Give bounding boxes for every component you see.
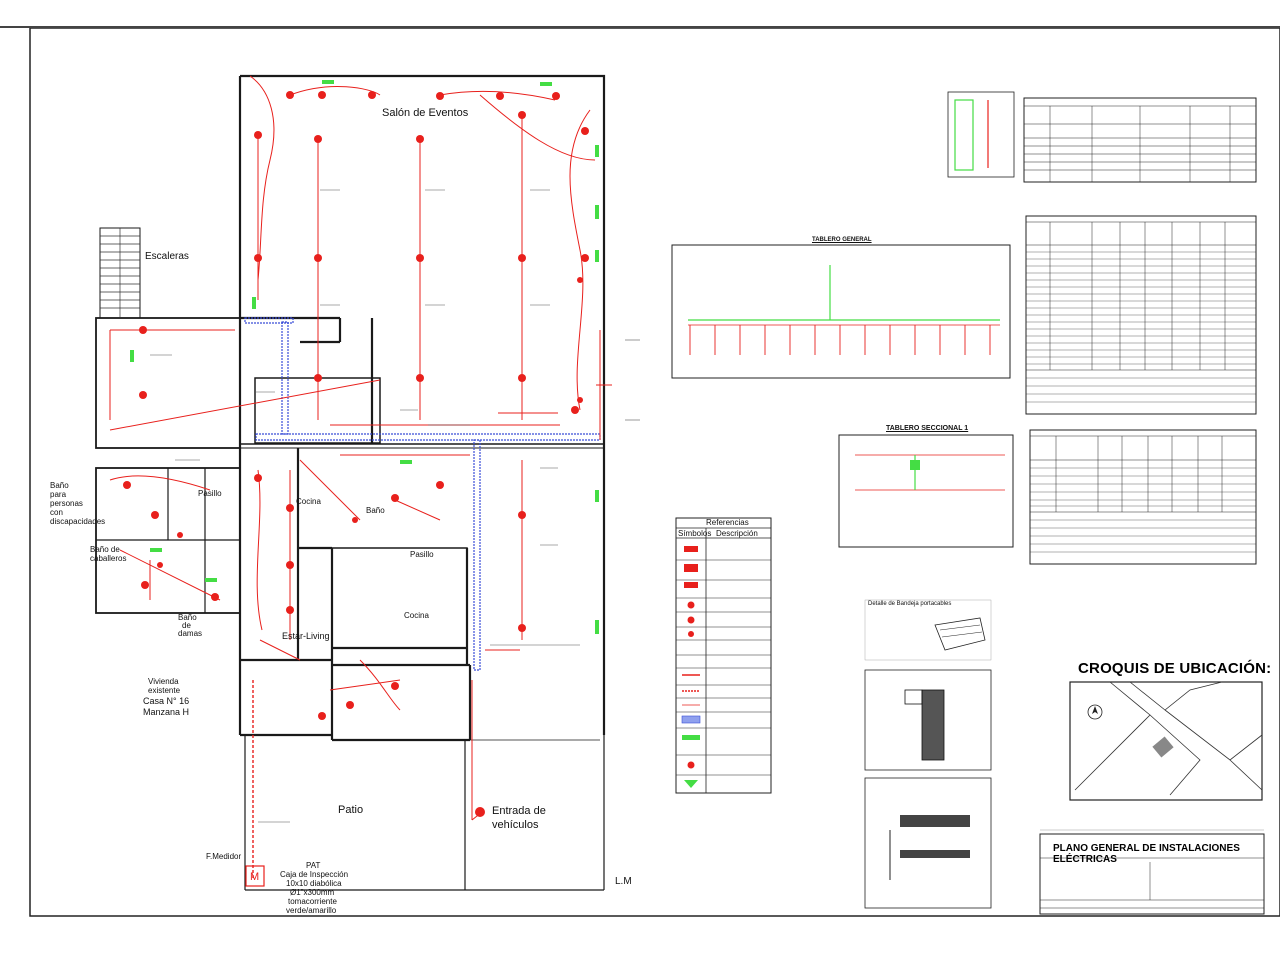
room-label-bano-damas-3: damas xyxy=(178,629,203,638)
caja-label-4: Ø1"x300mm xyxy=(290,888,335,897)
room-label-bano-disc-1: Baño xyxy=(50,481,69,490)
room-label-bano-1: Baño xyxy=(366,506,385,515)
room-label-entrada-1: Entrada de xyxy=(492,805,546,817)
room-label-entrada-2: vehículos xyxy=(492,819,539,831)
room-label-bano-disc-4: con xyxy=(50,508,63,517)
room-label-bano-cab-1: Baño de xyxy=(90,545,120,554)
room-label-bano-damas-2: de xyxy=(182,621,191,630)
room-label-pasillo-annex: Pasillo xyxy=(198,489,222,498)
sheet-frame xyxy=(29,27,1280,917)
room-label-patio: Patio xyxy=(338,804,364,816)
caja-label-5: tomacorriente xyxy=(288,897,337,906)
linea-municipal-label: L.M xyxy=(615,876,632,887)
caja-label-3: 10x10 diabólica xyxy=(286,879,342,888)
light-points xyxy=(123,91,589,817)
croquis-title: CROQUIS DE UBICACIÓN: xyxy=(1078,660,1272,677)
legend-col-description: Descripción xyxy=(716,529,758,538)
room-label-bano-disc-3: personas xyxy=(50,499,83,508)
electrical-circuits xyxy=(109,75,612,880)
table-circuitos-2-rows xyxy=(1030,467,1256,553)
detail-pilar xyxy=(864,669,992,771)
tablero-general-diagram xyxy=(671,244,1011,379)
detalle-bandeja-title: Detalle de Bandeja portacables xyxy=(868,601,952,607)
room-label-cocina-2: Cocina xyxy=(404,611,429,620)
room-label-escaleras: Escaleras xyxy=(145,251,189,262)
medidor-label: F.Medidor xyxy=(206,852,242,861)
caja-label-1: PAT xyxy=(306,861,321,870)
legend-rows xyxy=(676,559,771,776)
vivienda-label-3: Casa N° 16 xyxy=(143,696,190,706)
pilar-detail xyxy=(947,91,1015,178)
detail-bandeja xyxy=(864,599,992,661)
tablero-general-title: TABLERO GENERAL xyxy=(812,237,872,243)
room-label-cocina-1: Cocina xyxy=(296,497,321,506)
room-label-salon: Salón de Eventos xyxy=(382,107,469,119)
plano-title: PLANO GENERAL DE INSTALACIONES ELÉCTRICA… xyxy=(1053,843,1240,865)
table-protecciones xyxy=(1023,97,1257,183)
caja-label-6: verde/amarillo xyxy=(286,906,337,915)
circuit-annotations xyxy=(150,189,640,823)
croquis-map xyxy=(1069,681,1263,801)
vivienda-label-1: Vivienda xyxy=(148,677,179,686)
room-label-bano-disc-2: para xyxy=(50,490,67,499)
meter-letter: M xyxy=(250,871,260,883)
title-block xyxy=(1039,833,1265,915)
room-label-bano-cab-2: caballeros xyxy=(90,554,127,563)
room-label-bano-damas-1: Baño xyxy=(178,613,197,622)
stair-steps xyxy=(100,228,140,318)
room-label-bano-disc-5: discapacidades xyxy=(50,517,106,526)
meter-box xyxy=(245,865,265,887)
floor-plan-walls xyxy=(95,74,606,891)
emergency-luminaires xyxy=(130,80,599,634)
table-circuitos-1-rows xyxy=(1026,251,1256,403)
legend-col-symbols: Símbolos xyxy=(678,529,712,538)
table-circuitos-2 xyxy=(1029,429,1257,565)
tablero-seccional-diagram xyxy=(838,434,1014,548)
legend-title: Referencias xyxy=(706,518,749,527)
legend-symbols xyxy=(681,546,701,788)
tablero-general-branches xyxy=(689,325,991,355)
room-label-pasillo: Pasillo xyxy=(410,550,434,559)
vivienda-label-2: existente xyxy=(148,686,181,695)
detail-puesta-tierra xyxy=(864,777,992,909)
legend-box xyxy=(675,517,772,794)
vivienda-label-4: Manzana H xyxy=(143,707,190,717)
caja-label-2: Caja de Inspección xyxy=(280,870,349,879)
tablero-seccional-title: TABLERO SECCIONAL 1 xyxy=(886,425,969,432)
room-label-estar: Estar-Living xyxy=(282,631,330,641)
